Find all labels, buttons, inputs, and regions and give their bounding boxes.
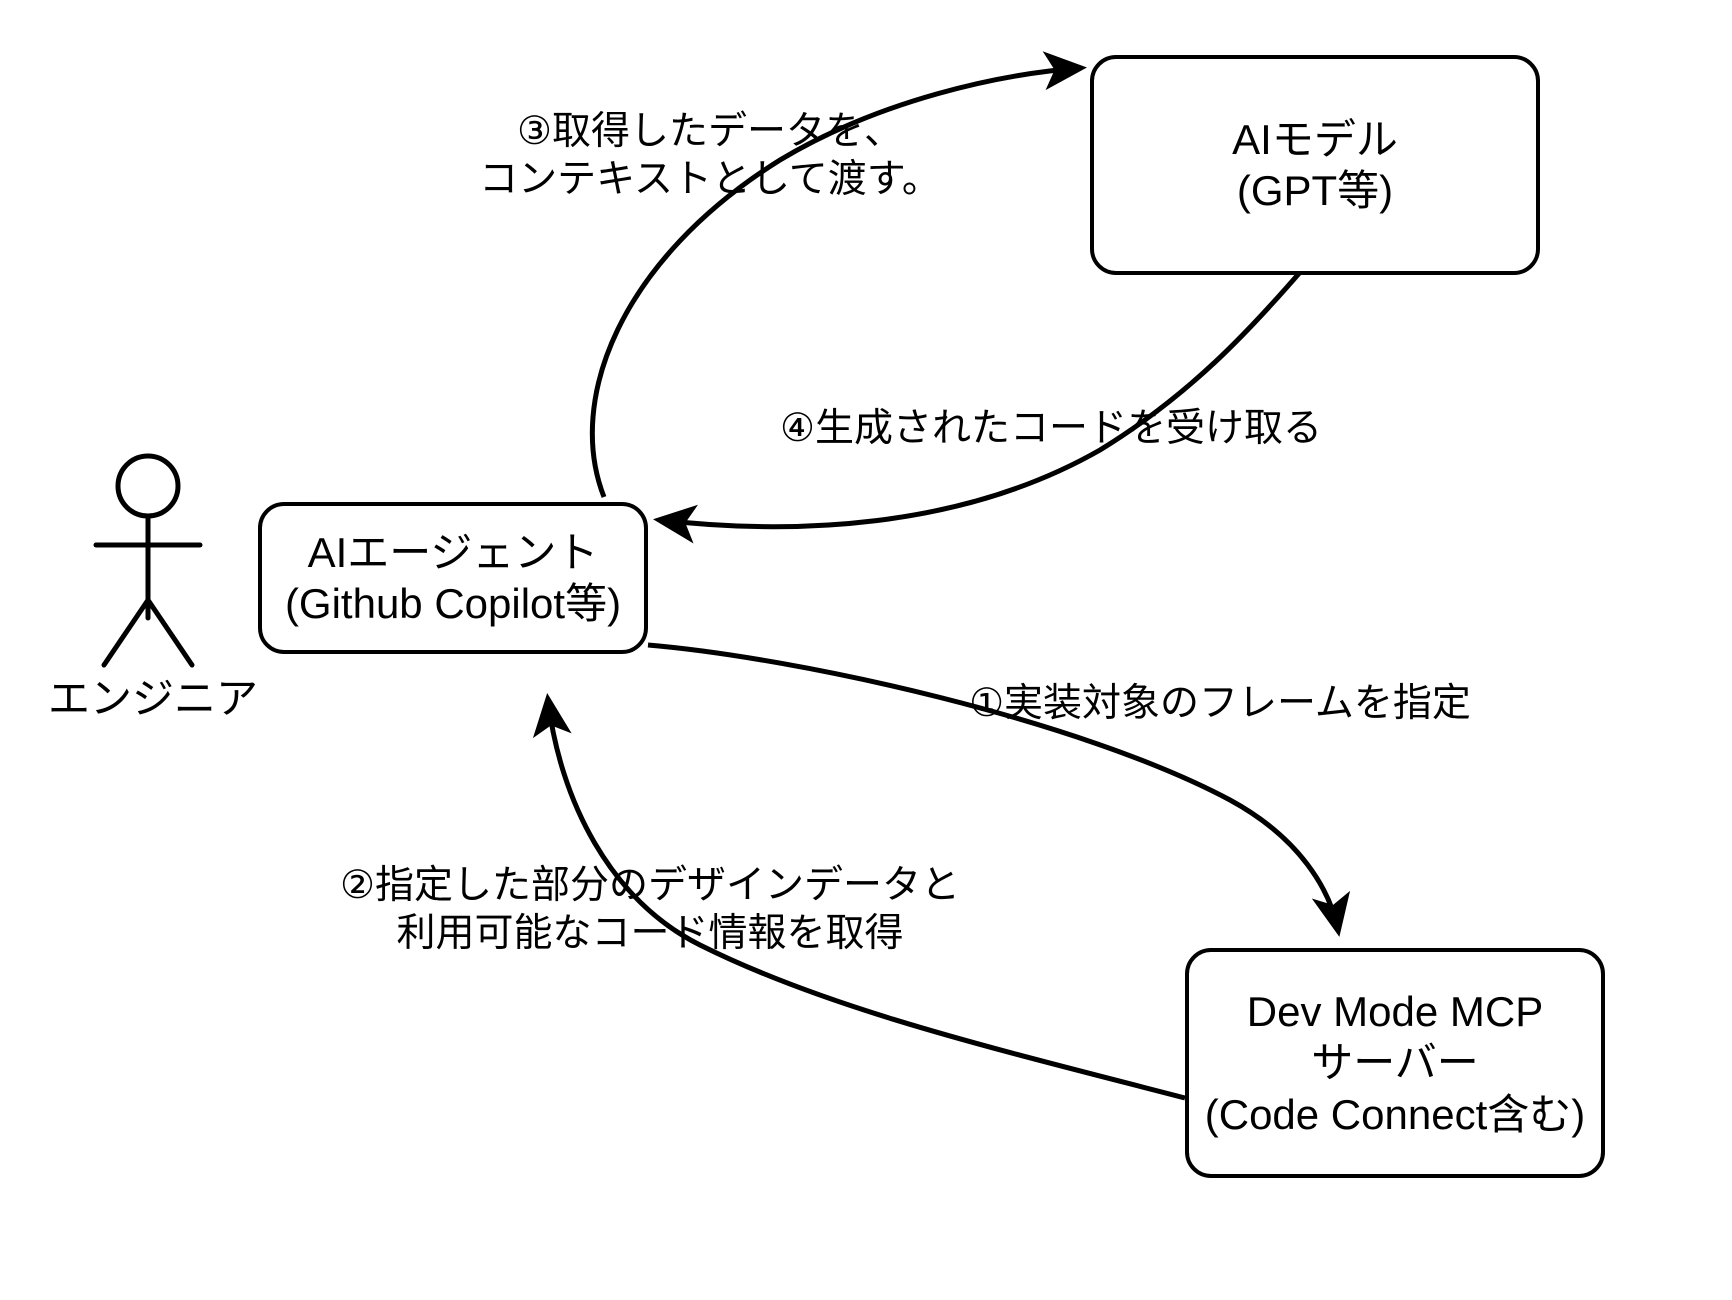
node-mcp-server[interactable]: Dev Mode MCP サーバー (Code Connect含む) xyxy=(1185,948,1605,1178)
edge-label-step-2-line-2: 利用可能なコード情報を取得 xyxy=(396,912,904,956)
node-ai-agent[interactable]: AIエージェント (Github Copilot等) xyxy=(258,502,648,654)
edge-label-step-2: ②指定した部分のデザインデータと 利用可能なコード情報を取得 xyxy=(340,862,960,959)
node-ai-model-line-2: (GPT等) xyxy=(1236,167,1394,214)
edge-label-step-3-line-2: コンテキストとして渡す。 xyxy=(479,158,941,202)
node-ai-agent-line-1: AIエージェント xyxy=(307,528,599,576)
edge-step-4-path xyxy=(653,268,1304,544)
node-mcp-server-line-3: (Code Connect含む) xyxy=(1204,1090,1586,1138)
edge-label-step-1: ①実装対象のフレームを指定 xyxy=(950,680,1490,728)
edge-label-step-1-line-1: ①実装対象のフレームを指定 xyxy=(969,682,1471,725)
node-ai-model-line-1: AIモデル xyxy=(1232,115,1398,163)
stick-figure-icon xyxy=(93,453,203,668)
node-ai-agent-line-2: (Github Copilot等) xyxy=(284,580,622,627)
node-ai-model[interactable]: AIモデル (GPT等) xyxy=(1090,55,1540,275)
actor-label: エンジニア xyxy=(48,675,259,722)
node-mcp-server-line-1: Dev Mode MCP xyxy=(1246,988,1544,1036)
node-mcp-server-line-2: サーバー xyxy=(1311,1039,1479,1087)
edge-label-step-4: ④生成されたコードを受け取る xyxy=(780,405,1322,453)
edge-label-step-4-line-1: ④生成されたコードを受け取る xyxy=(780,407,1322,450)
edge-label-step-3-line-1: ③取得したデータを、 xyxy=(517,110,903,153)
edge-label-step-2-line-1: ②指定した部分のデザインデータと xyxy=(340,864,960,907)
edge-label-step-3: ③取得したデータを、 コンテキストとして渡す。 xyxy=(470,108,950,205)
